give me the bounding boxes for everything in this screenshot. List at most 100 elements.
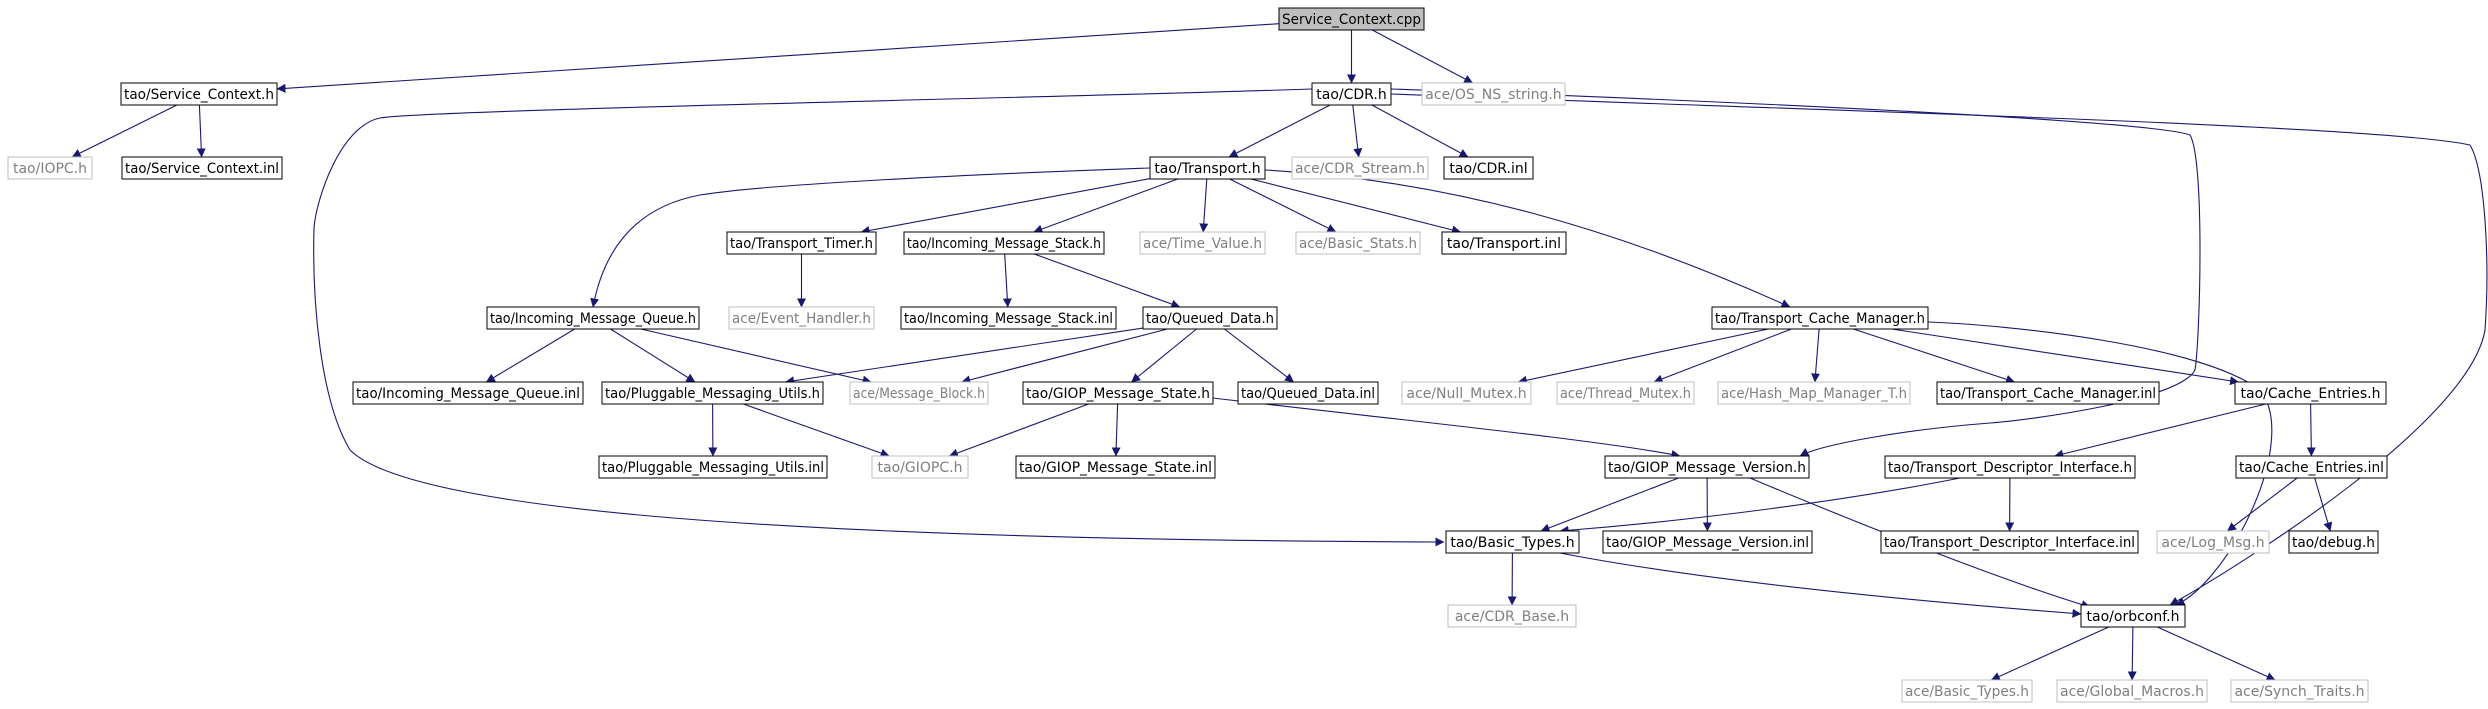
node-svc-inl[interactable]: tao/Service_Context.inl <box>121 156 283 180</box>
edge-gmv_h-to-basic_types <box>1540 477 1679 533</box>
node-box <box>120 82 278 106</box>
node-qd-inl[interactable]: tao/Queued_Data.inl <box>1237 381 1379 405</box>
node-imq-inl[interactable]: tao/Incoming_Message_Queue.inl <box>352 381 584 405</box>
node-iopc[interactable]: tao/IOPC.h <box>7 156 93 180</box>
edge-ce_inl-to-debug_h <box>2314 477 2333 532</box>
node-label: tao/GIOP_Message_State.inl <box>1019 460 1212 476</box>
node-thread-mutex[interactable]: ace/Thread_Mutex.h <box>1556 381 1695 405</box>
node-label: ace/OS_NS_string.h <box>1425 87 1561 103</box>
node-label: tao/CDR.h <box>1316 87 1386 103</box>
node-cdr-stream[interactable]: ace/CDR_Stream.h <box>1291 156 1429 180</box>
node-box <box>1602 530 1813 554</box>
edge-cdr_h-to-orbconf <box>1390 93 2488 606</box>
edge-orbconf-to-synch_traits <box>2157 626 2276 681</box>
node-tdi-inl[interactable]: tao/Transport_Descriptor_Interface.inl <box>1880 530 2139 554</box>
edge-imq_h-to-msg_block <box>640 328 872 385</box>
node-box <box>1884 455 2136 479</box>
node-label: tao/Transport_Timer.h <box>730 236 873 252</box>
node-global-macros[interactable]: ace/Global_Macros.h <box>2056 679 2208 703</box>
edge-cdr_h-to-transport_h <box>1228 104 1331 158</box>
edge-ims_h-to-ims_inl <box>1002 253 1012 308</box>
node-gms-inl[interactable]: tao/GIOP_Message_State.inl <box>1015 455 1216 479</box>
edge-ce_h-to-tdi_h <box>2054 403 2266 459</box>
node-box <box>1604 455 1810 479</box>
node-transport-h[interactable]: tao/Transport.h <box>1149 156 1266 180</box>
node-label: tao/Pluggable_Messaging_Utils.h <box>605 386 820 402</box>
node-debug-h[interactable]: tao/debug.h <box>2288 530 2379 554</box>
node-gms-h[interactable]: tao/GIOP_Message_State.h <box>1022 381 1214 405</box>
node-synch-traits[interactable]: ace/Synch_Traits.h <box>2230 679 2369 703</box>
node-tcm-inl[interactable]: tao/Transport_Cache_Manager.inl <box>1936 381 2160 405</box>
node-label: tao/Transport_Cache_Manager.inl <box>1940 386 2156 402</box>
node-ce-h[interactable]: tao/Cache_Entries.h <box>2234 381 2387 405</box>
edge-gms_h-to-giopc <box>948 403 1089 458</box>
node-box <box>849 381 989 405</box>
edge-basic_types-to-orbconf <box>1559 552 2082 618</box>
edge-ims_h-to-qd_h <box>1034 253 1181 309</box>
node-ims-h[interactable]: tao/Incoming_Message_Stack.h <box>903 231 1105 255</box>
nodes-layer: Service_Context.cpp tao/Service_Context.h… <box>7 7 2388 703</box>
edge-gms_h-to-gms_inl <box>1111 403 1121 457</box>
node-label: tao/GIOP_Message_Version.h <box>1608 460 1806 476</box>
node-box <box>2080 604 2186 628</box>
node-ims-inl[interactable]: tao/Incoming_Message_Stack.inl <box>900 306 1117 330</box>
node-tdi-h[interactable]: tao/Transport_Descriptor_Interface.h <box>1884 455 2136 479</box>
node-label: ace/Time_Value.h <box>1143 236 1262 252</box>
edge-transport_h-to-imq_h <box>590 167 1151 308</box>
node-cdr-base[interactable]: ace/CDR_Base.h <box>1447 604 1577 628</box>
node-gmv-h[interactable]: tao/GIOP_Message_Version.h <box>1604 455 1810 479</box>
node-ce-inl[interactable]: tao/Cache_Entries.inl <box>2235 455 2388 479</box>
node-imq-h[interactable]: tao/Incoming_Message_Queue.h <box>486 306 700 330</box>
edge-orbconf-to-global_macros <box>2127 626 2137 681</box>
edge-qd_h-to-qd_inl <box>1224 328 1294 383</box>
node-box <box>121 156 283 180</box>
node-cdr-h[interactable]: tao/CDR.h <box>1311 82 1392 106</box>
node-label: ace/Basic_Types.h <box>1905 684 2029 700</box>
edge-tcm_h-to-hash_map <box>1811 328 1821 383</box>
node-log-msg[interactable]: ace/Log_Msg.h <box>2156 530 2270 554</box>
node-box <box>2288 530 2379 554</box>
node-box <box>1291 156 1429 180</box>
node-box <box>1447 604 1577 628</box>
node-tt-h[interactable]: tao/Transport_Timer.h <box>726 231 877 255</box>
edge-gms_h-to-gmv_h <box>1212 397 1681 459</box>
node-cdr-inl[interactable]: tao/CDR.inl <box>1443 156 1534 180</box>
node-gmv-inl[interactable]: tao/GIOP_Message_Version.inl <box>1602 530 1813 554</box>
node-orbconf[interactable]: tao/orbconf.h <box>2080 604 2186 628</box>
edge-transport_h-to-basic_stats <box>1229 178 1337 233</box>
edge-tdi_h-to-basic_types <box>1559 477 1961 535</box>
node-box <box>1443 156 1534 180</box>
edge-tcm_h-to-ce_h <box>1891 328 2240 386</box>
node-qd-h[interactable]: tao/Queued_Data.h <box>1142 306 1278 330</box>
node-msg-block[interactable]: ace/Message_Block.h <box>849 381 989 405</box>
node-label: tao/Queued_Data.inl <box>1241 386 1375 402</box>
node-transport-inl[interactable]: tao/Transport.inl <box>1441 231 1567 255</box>
node-box <box>1441 231 1567 255</box>
node-null-mutex[interactable]: ace/Null_Mutex.h <box>1401 381 1532 405</box>
node-box <box>2156 530 2270 554</box>
node-root[interactable]: Service_Context.cpp <box>1278 7 1425 31</box>
edge-orbconf-to-ace_basic_types <box>1990 626 2109 681</box>
node-basic-types[interactable]: tao/Basic_Types.h <box>1445 530 1580 554</box>
node-event-handler[interactable]: ace/Event_Handler.h <box>728 306 875 330</box>
node-box <box>903 231 1105 255</box>
node-pmu-inl[interactable]: tao/Pluggable_Messaging_Utils.inl <box>598 455 828 479</box>
node-pmu-h[interactable]: tao/Pluggable_Messaging_Utils.h <box>601 381 824 405</box>
node-label: ace/Message_Block.h <box>853 386 985 402</box>
node-giopc[interactable]: tao/GIOPC.h <box>871 455 969 479</box>
node-os-ns[interactable]: ace/OS_NS_string.h <box>1421 82 1566 106</box>
node-box <box>900 306 1117 330</box>
edge-tcm_h-to-null_mutex <box>1517 328 1769 385</box>
node-label: ace/Hash_Map_Manager_T.h <box>1721 386 1907 402</box>
node-tcm-h[interactable]: tao/Transport_Cache_Manager.h <box>1711 306 1929 330</box>
node-time-value[interactable]: ace/Time_Value.h <box>1139 231 1266 255</box>
edge-pmu_h-to-giopc <box>743 403 890 458</box>
node-ace-basic-types[interactable]: ace/Basic_Types.h <box>1901 679 2033 703</box>
node-hash-map[interactable]: ace/Hash_Map_Manager_T.h <box>1717 381 1911 405</box>
edge-tcm_h-to-thread_mutex <box>1653 328 1792 384</box>
node-svc-h[interactable]: tao/Service_Context.h <box>120 82 278 106</box>
node-box <box>1295 231 1421 255</box>
edge-root-to-os_ns <box>1372 29 1474 84</box>
node-label: Service_Context.cpp <box>1282 12 1421 28</box>
node-basic-stats[interactable]: ace/Basic_Stats.h <box>1295 231 1421 255</box>
